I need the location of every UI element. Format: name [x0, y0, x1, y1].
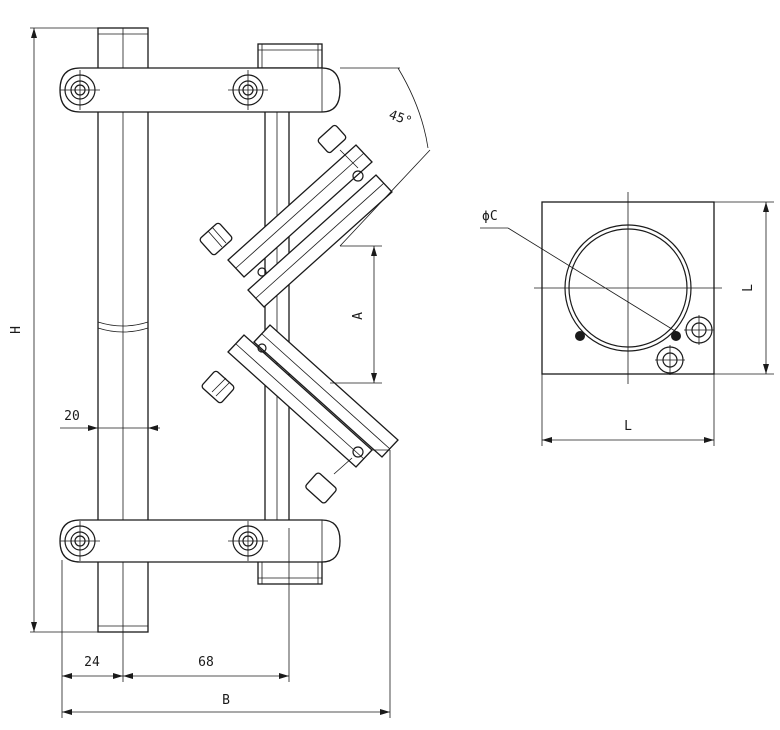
- top-clamp-bar-body: [59, 67, 341, 113]
- dimension-h: H: [9, 27, 98, 633]
- bottom-clamp-bar-body: [59, 519, 341, 563]
- main-post-break-lower: [97, 327, 149, 333]
- dimension-20: 20: [60, 409, 160, 431]
- dimension-a: A: [330, 245, 382, 384]
- top-left-screw-icon: [60, 70, 100, 110]
- locating-pin-right-icon: [671, 331, 681, 341]
- bottom-cap-body: [257, 559, 323, 585]
- lower-pivot-icon: [257, 343, 267, 353]
- upper-adjust-screw-icon: [317, 124, 364, 182]
- side-elevation-view: H 20 A 45°: [9, 27, 431, 718]
- bottom-clamp-bar: [59, 519, 341, 563]
- angle-45-label: 45°: [387, 108, 414, 130]
- top-right-screw-icon: [228, 70, 268, 110]
- dimension-b: B: [62, 693, 390, 715]
- dimension-b-label: B: [222, 693, 230, 708]
- dimension-a-label: A: [351, 312, 366, 320]
- dimension-68-label: 68: [198, 655, 214, 670]
- top-cap-body: [257, 43, 323, 69]
- dimension-20-label: 20: [64, 409, 80, 424]
- upper-mirror-mount: [199, 124, 393, 308]
- main-post-break-upper: [97, 321, 149, 327]
- lower-adjust-knob-icon: [201, 370, 235, 404]
- dimension-phi-c-label: ϕC: [482, 209, 498, 224]
- dimension-24-label: 24: [84, 655, 100, 670]
- lower-mirror-mount: [201, 324, 399, 504]
- locating-pin-left-icon: [575, 331, 585, 341]
- front-view: ϕC L L: [480, 192, 774, 446]
- dimension-h-label: H: [9, 326, 24, 334]
- dimension-l-vertical-label: L: [741, 284, 756, 292]
- dimension-l-horizontal-label: L: [624, 419, 632, 434]
- secondary-rod: [264, 107, 290, 529]
- lower-adjust-screw-icon: [305, 446, 364, 504]
- top-knurled-cap: [257, 43, 323, 69]
- dimension-24-68: 24 68: [61, 528, 290, 718]
- bottom-right-screw-icon: [228, 521, 268, 561]
- bottom-left-screw-icon: [60, 521, 100, 561]
- front-screw-right-icon: [684, 315, 714, 345]
- upper-pivot-icon: [257, 267, 267, 277]
- dimension-l-horizontal: L: [541, 374, 715, 446]
- upper-adjust-knob-icon: [199, 222, 233, 256]
- dimension-phi-c: ϕC: [480, 209, 681, 335]
- dimension-l-vertical: L: [714, 201, 774, 375]
- aperture: [564, 224, 692, 352]
- top-clamp-bar: [59, 67, 341, 113]
- front-screw-lower-icon: [655, 345, 685, 375]
- bottom-knurled-cap: [257, 559, 323, 585]
